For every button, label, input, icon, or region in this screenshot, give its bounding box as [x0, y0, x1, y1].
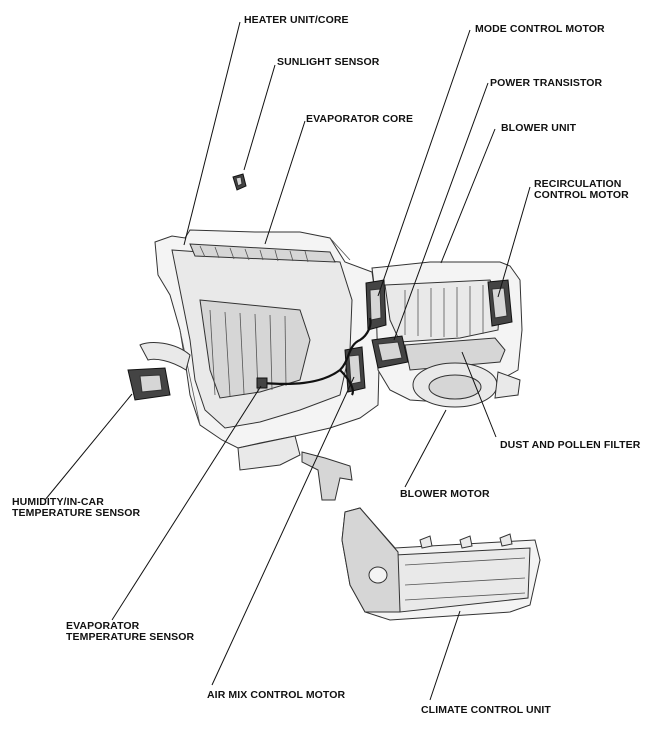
leader-blower-unit: [440, 128, 496, 264]
label-dust-and-pollen-filter: DUST AND POLLEN FILTER: [500, 439, 641, 451]
label-climate-control-unit: CLIMATE CONTROL UNIT: [421, 704, 551, 716]
label-recirculation-control-motor: RECIRCULATION CONTROL MOTOR: [534, 178, 629, 201]
labels: HEATER UNIT/CORE SUNLIGHT SENSOR EVAPORA…: [12, 14, 641, 716]
sunlight-sensor-part: [232, 173, 247, 191]
label-evaporator-core: EVAPORATOR CORE: [306, 113, 413, 125]
mode-control-motor-part: [365, 279, 387, 331]
label-evaporator-temperature-sensor: EVAPORATOR TEMPERATURE SENSOR: [66, 620, 195, 643]
label-blower-unit: BLOWER UNIT: [501, 122, 577, 134]
leader-blower-motor: [404, 409, 447, 488]
leader-lines: [44, 21, 531, 701]
humidity-sensor-part: [127, 342, 191, 401]
hvac-assembly-illustration: [127, 173, 541, 621]
label-power-transistor: POWER TRANSISTOR: [490, 77, 603, 89]
label-heater-unit-core: HEATER UNIT/CORE: [244, 14, 349, 26]
power-transistor-part: [371, 335, 409, 369]
leader-air-mix-control-motor: [211, 376, 355, 686]
leader-heater-unit-core: [183, 21, 241, 246]
label-blower-motor: BLOWER MOTOR: [400, 488, 490, 500]
leader-mode-control-motor: [377, 29, 471, 297]
leader-humidity-sensor: [44, 393, 133, 501]
label-mode-control-motor: MODE CONTROL MOTOR: [475, 23, 605, 35]
leader-evaporator-core: [264, 120, 306, 245]
label-sunlight-sensor: SUNLIGHT SENSOR: [277, 56, 380, 68]
label-air-mix-control-motor: AIR MIX CONTROL MOTOR: [207, 689, 346, 701]
leader-dust-and-pollen-filter: [461, 351, 497, 438]
recirculation-motor-part: [487, 279, 513, 327]
leader-sunlight-sensor: [243, 64, 276, 171]
leader-power-transistor: [393, 82, 489, 341]
climate-control-unit-part: [341, 507, 541, 621]
leader-climate-control-unit: [429, 610, 461, 701]
label-humidity-sensor: HUMIDITY/IN-CAR TEMPERATURE SENSOR: [12, 496, 141, 519]
leader-evaporator-temperature-sensor: [111, 385, 262, 621]
leader-recirculation-control-motor: [497, 186, 531, 298]
